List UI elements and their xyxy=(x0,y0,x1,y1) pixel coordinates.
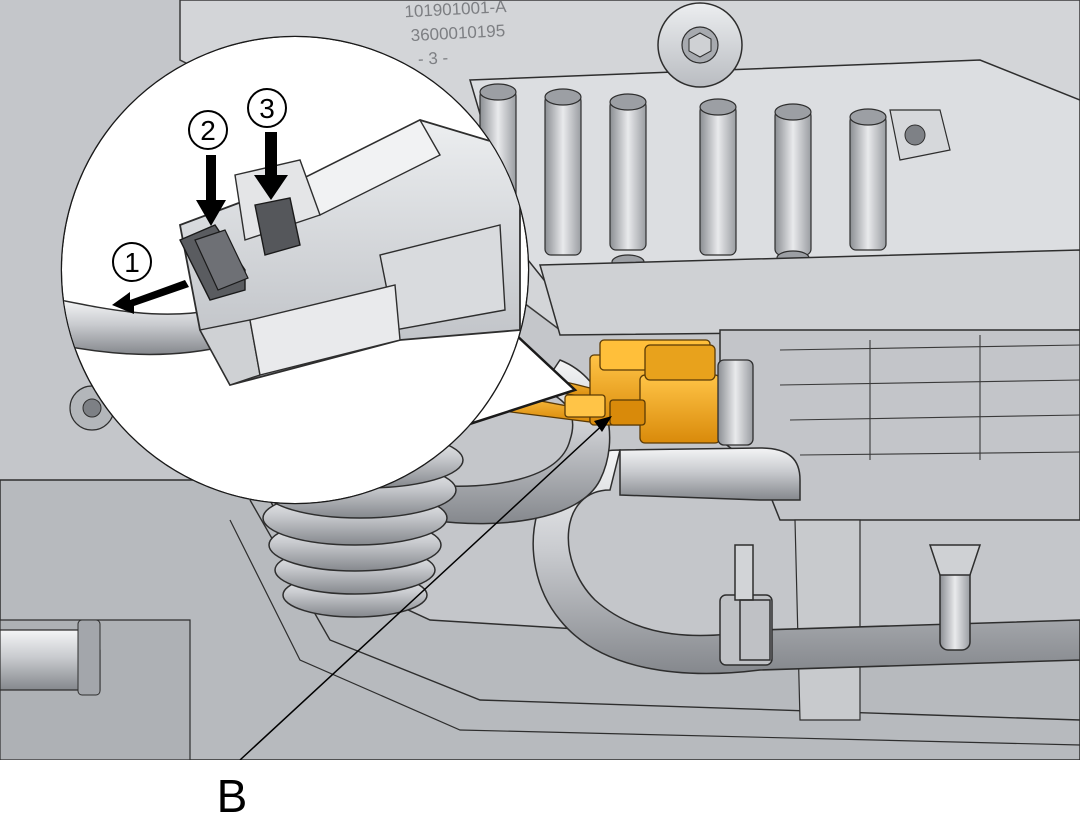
callout-label-b: B xyxy=(217,770,248,822)
step-3-marker: 3 xyxy=(247,88,287,128)
engine-background xyxy=(0,0,1080,761)
step-2-arrow xyxy=(196,155,226,226)
step-1-marker: 1 xyxy=(112,242,152,282)
part-marking-2: 3600010195 xyxy=(410,21,505,45)
connector-b xyxy=(489,339,754,446)
step-3-label: 3 xyxy=(259,93,275,124)
step-3-arrow xyxy=(254,132,288,200)
lock-button xyxy=(254,197,301,256)
step-1-arrow xyxy=(112,280,189,314)
coolant-hoses xyxy=(429,359,1080,675)
magnified-detail-bubble xyxy=(60,35,578,505)
callout-leader-line xyxy=(239,419,609,761)
step-2-marker: 2 xyxy=(188,110,228,150)
step-2-label: 2 xyxy=(200,115,216,146)
step-1-label: 1 xyxy=(124,247,140,278)
callout-leader-arrowhead xyxy=(594,416,612,432)
part-markings: 101901001-A 3600010195 - 3 - xyxy=(404,0,508,69)
part-marking-1: 101901001-A xyxy=(404,0,508,21)
part-marking-3: - 3 - xyxy=(417,48,448,69)
